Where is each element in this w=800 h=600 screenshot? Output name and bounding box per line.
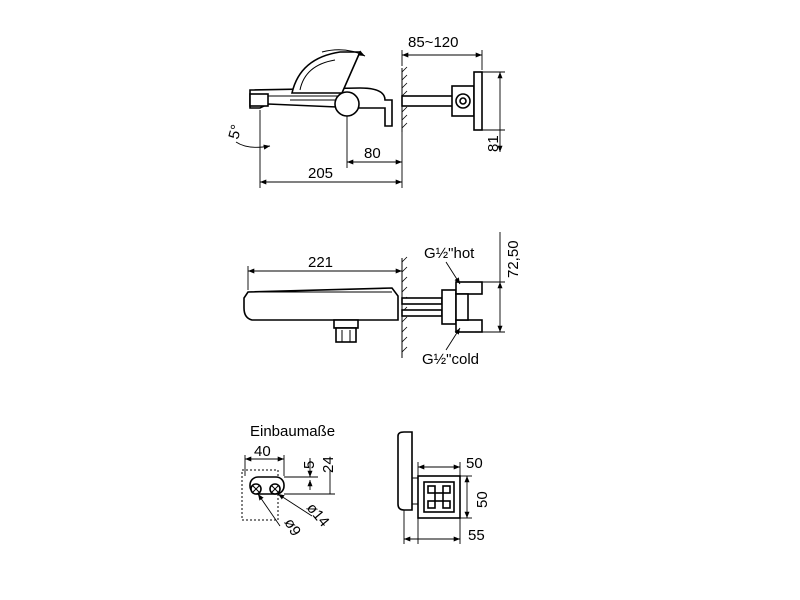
dim-24-label: 24 bbox=[320, 456, 337, 473]
install-view: Einbaumaße 40 5 24 ø14 ø9 bbox=[241, 423, 337, 540]
lever-base-side bbox=[333, 319, 359, 343]
dim-box-width-bottom-label: 55 bbox=[468, 527, 485, 544]
install-title: Einbaumaße bbox=[250, 423, 335, 440]
dim-5-label: 5 bbox=[301, 461, 318, 469]
dim-spacing-label: 40 bbox=[254, 443, 271, 460]
dim-height-side-label: 72,50 bbox=[505, 240, 522, 278]
dim-height-label: 81 bbox=[485, 135, 502, 152]
dim-box-width-top-label: 50 bbox=[466, 455, 483, 472]
dim-d9-label: ø9 bbox=[281, 516, 304, 540]
box-view: 50 50 55 bbox=[397, 431, 491, 544]
hot-label: G½"hot bbox=[424, 245, 475, 262]
dim-box-height-label: 50 bbox=[474, 491, 491, 508]
spout-side bbox=[243, 287, 399, 321]
dims-box bbox=[403, 462, 472, 544]
dim-length-side-label: 221 bbox=[308, 254, 333, 271]
wall-side bbox=[401, 256, 408, 358]
lever-knob bbox=[334, 91, 360, 117]
side-view: 221 72,50 G½"hot G½"cold bbox=[243, 232, 522, 368]
dim-depth-label: 85~120 bbox=[408, 34, 458, 51]
handle-side bbox=[397, 431, 418, 511]
cold-label: G½"cold bbox=[422, 351, 479, 368]
angle-label: 5° bbox=[225, 123, 245, 141]
connection-top bbox=[401, 71, 483, 131]
dims-install bbox=[244, 455, 335, 527]
dim-lever-label: 80 bbox=[364, 145, 381, 162]
connection-side bbox=[401, 281, 483, 333]
mounting-box bbox=[417, 475, 461, 519]
lever-swing bbox=[290, 49, 366, 94]
dims-side bbox=[247, 232, 505, 351]
dims-top bbox=[235, 50, 505, 188]
top-view: 85~120 81 80 205 5° bbox=[225, 34, 505, 188]
install-outline bbox=[241, 469, 285, 521]
dim-d14-label: ø14 bbox=[303, 500, 333, 531]
dim-length-label: 205 bbox=[308, 165, 333, 182]
